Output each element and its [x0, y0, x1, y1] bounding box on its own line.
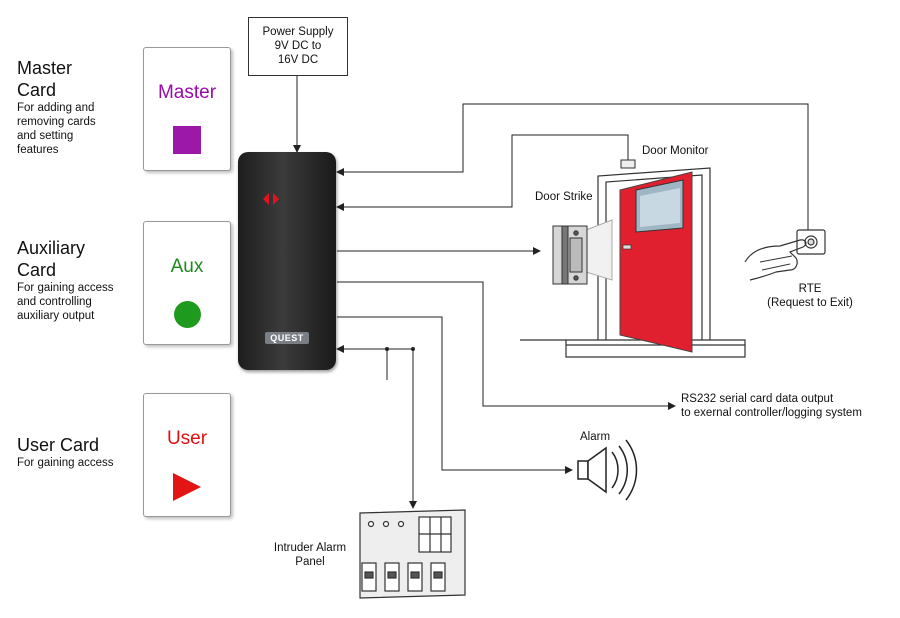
reader-led-icon	[263, 193, 279, 205]
aux-card-title-1: Auxiliary	[17, 238, 86, 258]
door-strike-label: Door Strike	[535, 191, 593, 203]
master-card-desc-1: For adding and	[17, 102, 95, 114]
rte-label: RTE (Request to Exit)	[755, 282, 865, 310]
user-card-label: User	[166, 428, 208, 449]
aux-card-desc-3: auxiliary output	[17, 310, 95, 322]
intruder-label-line-2: Panel	[295, 556, 325, 568]
aux-card-label: Aux	[170, 256, 204, 277]
rs232-wire	[337, 281, 676, 410]
aux-card-title-2: Card	[17, 260, 57, 280]
power-supply-line-2: 9V DC to	[274, 40, 322, 52]
master-card-title-2: Card	[17, 80, 57, 100]
alarm-label: Alarm	[580, 431, 611, 443]
master-card-label: Master	[157, 82, 217, 103]
door-strike	[552, 219, 613, 285]
intruder-panel-label: Intruder Alarm Panel	[262, 541, 358, 569]
master-card: Master	[143, 47, 231, 171]
user-card: User	[143, 393, 231, 517]
user-triangle-icon	[173, 473, 201, 501]
rte-wire	[336, 103, 809, 230]
reader-brand-label: QUEST	[265, 332, 309, 344]
master-card-description: Master Card For adding and removing card…	[17, 57, 137, 157]
intruder-alarm-panel	[359, 509, 466, 599]
master-card-desc-2: removing cards	[17, 116, 96, 128]
door-monitor-label: Door Monitor	[642, 145, 709, 157]
alarm-speaker-icon	[577, 446, 607, 494]
rs232-label: RS232 serial card data output to exernal…	[681, 392, 896, 420]
intruder-panel-wire	[336, 345, 414, 508]
door-monitor-wire	[336, 134, 629, 211]
master-card-title-1: Master	[17, 58, 73, 78]
aux-card-description: Auxiliary Card For gaining access and co…	[17, 237, 147, 323]
aux-card-desc-1: For gaining access	[17, 282, 114, 294]
rs232-label-line-2: to exernal controller/logging system	[681, 407, 862, 419]
user-card-description: User Card For gaining access	[17, 434, 142, 470]
intruder-label-line-1: Intruder Alarm	[273, 542, 347, 554]
user-card-desc-1: For gaining access	[17, 457, 114, 469]
aux-circle-icon	[174, 301, 201, 328]
door-monitor-sensor	[620, 159, 636, 169]
power-supply-line-3: 16V DC	[277, 54, 319, 66]
master-card-desc-3: and setting	[17, 130, 74, 142]
rte-label-line-2: (Request to Exit)	[767, 297, 853, 309]
card-reader: QUEST	[238, 152, 336, 370]
master-card-desc-4: features	[17, 144, 59, 156]
hand-icon	[744, 239, 807, 281]
aux-card-desc-2: and controlling	[17, 296, 92, 308]
rte-button	[796, 229, 826, 255]
rs232-label-line-1: RS232 serial card data output	[681, 393, 834, 405]
master-square-icon	[173, 126, 201, 154]
power-supply-line-1: Power Supply	[262, 26, 334, 38]
power-supply-box: Power Supply 9V DC to 16V DC	[248, 17, 348, 76]
user-card-title: User Card	[17, 435, 100, 455]
aux-card: Aux	[143, 221, 231, 345]
alarm-wire	[337, 316, 573, 474]
rte-label-line-1: RTE	[798, 283, 822, 295]
